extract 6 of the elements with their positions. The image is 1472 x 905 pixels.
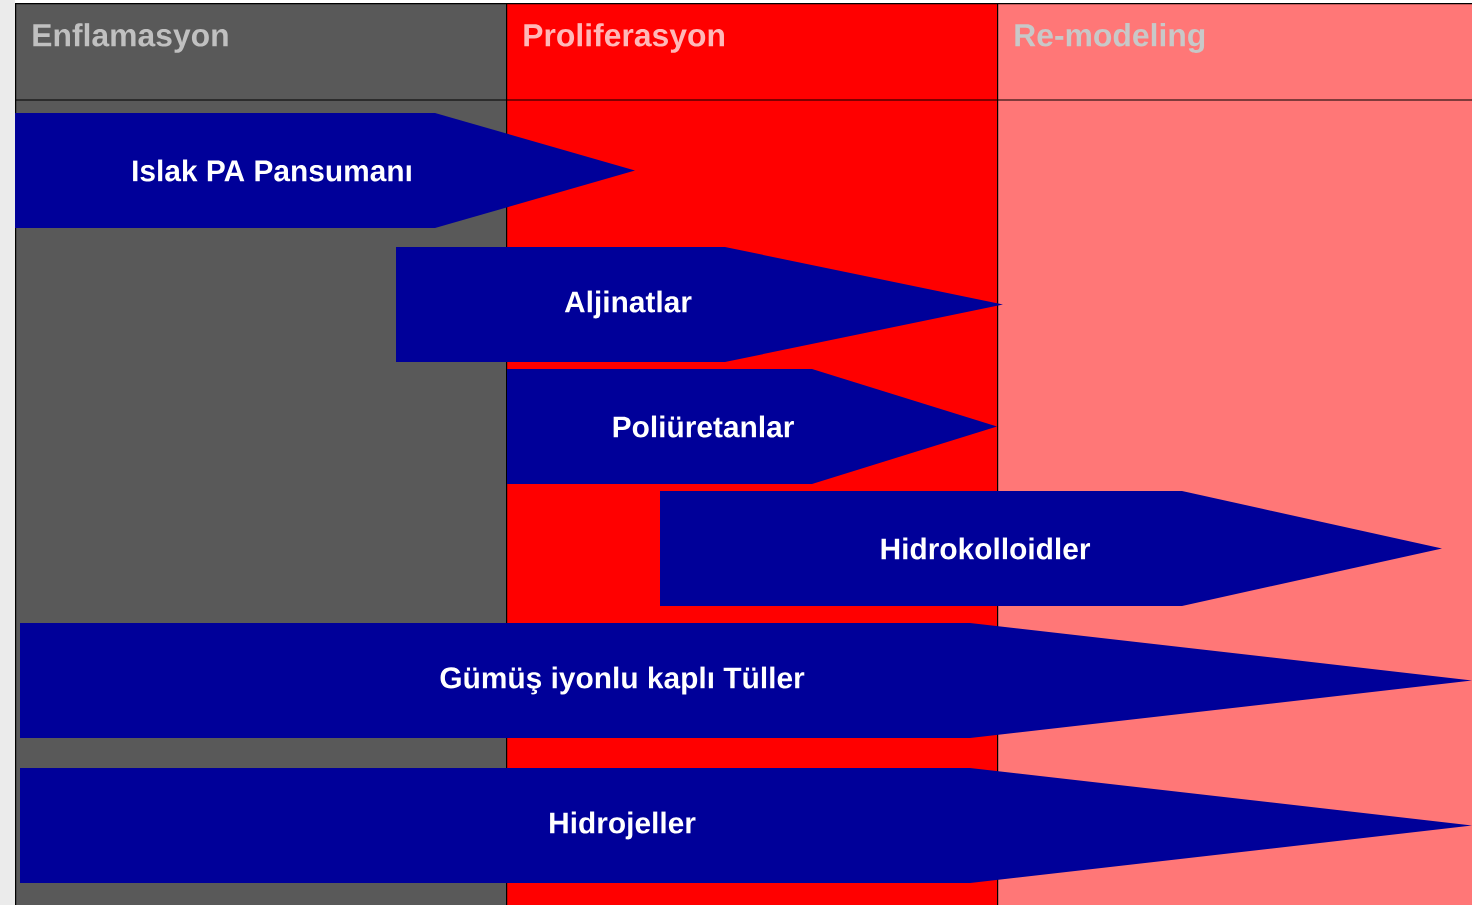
arrow-bar: Aljinatlar xyxy=(396,247,1003,362)
arrow-bar: Islak PA Pansumanı xyxy=(15,113,635,228)
arrow-bar: Hidrojeller xyxy=(20,768,1472,883)
arrow-bar: Gümüş iyonlu kaplı Tüller xyxy=(20,623,1472,738)
arrow-bar: Poliüretanlar xyxy=(507,369,997,484)
arrow-bar: Hidrokolloidler xyxy=(660,491,1442,606)
